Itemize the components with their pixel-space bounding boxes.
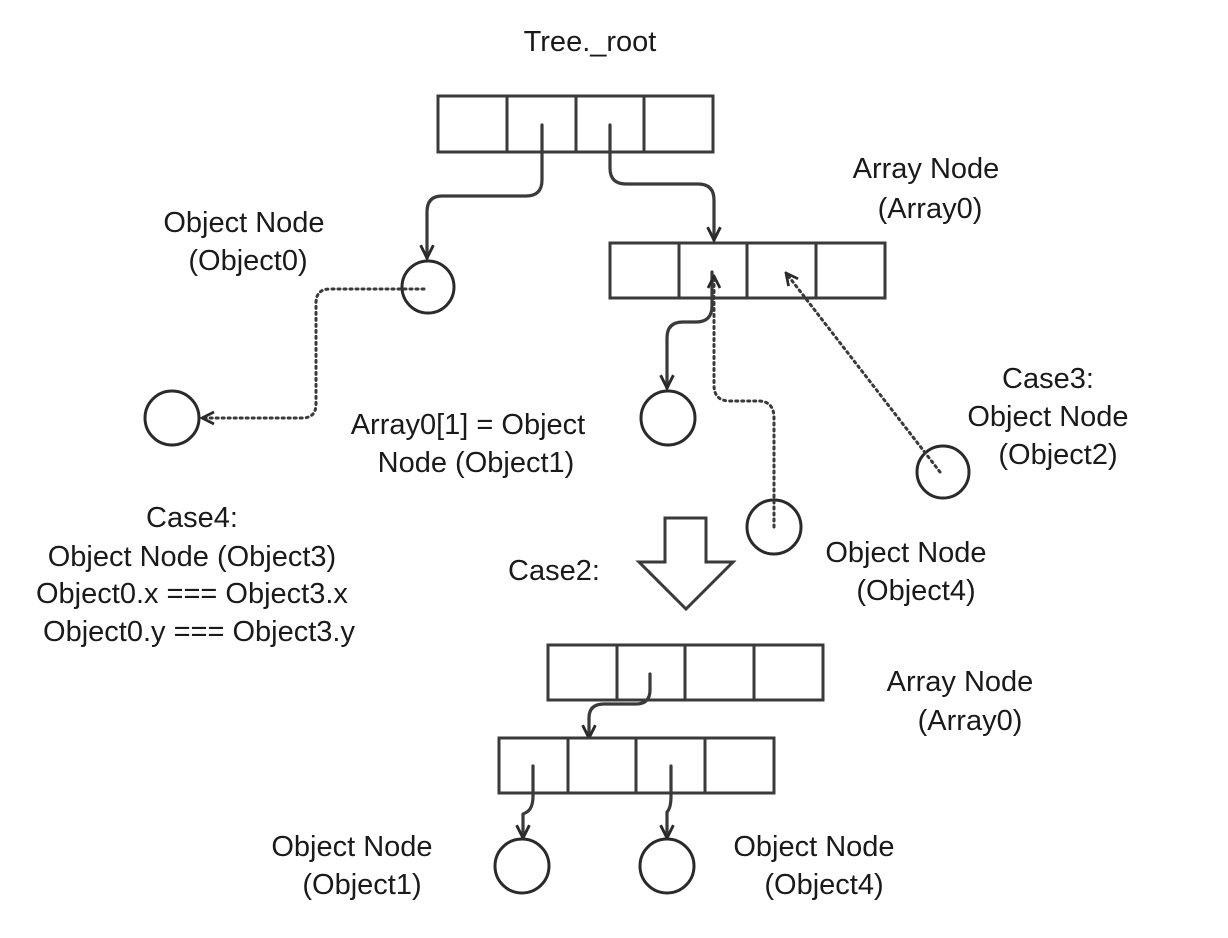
- object0-label: Object Node (Object0): [163, 207, 332, 277]
- array0-to-object1-arrow: [667, 270, 714, 390]
- object0-node: [400, 259, 456, 315]
- bottom-lower-cell: [566, 736, 638, 795]
- array0-top-array: [608, 241, 887, 300]
- object4-to-array0-arrow: [714, 274, 776, 529]
- array0-top-label: Array Node (Array0): [853, 153, 1008, 225]
- lower-array-to-object4-arrow: [667, 764, 671, 840]
- upper-to-lower-array-arrow: [589, 672, 652, 740]
- root-to-object0-arrow: [427, 123, 544, 260]
- bottom-upper-cell: [683, 643, 756, 702]
- lower-array-to-object1-arrow: [523, 764, 535, 840]
- object0-to-object3-arrow: [200, 287, 426, 418]
- object1-bottom-node: [493, 837, 551, 895]
- bottom-lower-cell: [703, 736, 776, 795]
- array0-cell: [745, 241, 818, 300]
- bottom-lower-array: [497, 736, 776, 795]
- object4-top-label: Object Node (Object4): [825, 537, 994, 607]
- object4-bottom-label: Object Node (Object4): [733, 831, 902, 901]
- object4-bottom-node: [638, 837, 696, 895]
- case2-label: Case2:: [508, 555, 600, 587]
- case4-label: Case4: Object Node (Object3) Object0.x =…: [36, 502, 356, 648]
- array0-cell: [814, 241, 887, 300]
- object1-bottom-label: Object Node (Object1): [271, 831, 440, 901]
- tree-root-cell: [436, 94, 509, 154]
- case3-label: Case3: Object Node (Object2): [967, 363, 1136, 471]
- tree-root-label: Tree._root: [524, 26, 657, 58]
- array0-bottom-label: Array Node (Array0): [887, 666, 1042, 737]
- object1-node: [639, 389, 697, 447]
- transition-down-arrow: [635, 516, 737, 612]
- array0-index-label: Array0[1] = Object Node (Object1): [351, 409, 594, 479]
- array0-cell: [608, 241, 681, 300]
- bottom-upper-cell: [546, 643, 619, 702]
- bottom-upper-array: [546, 643, 825, 702]
- bottom-upper-cell: [752, 643, 825, 702]
- object2-node: [915, 444, 971, 500]
- root-to-array0-arrow: [608, 123, 714, 242]
- tree-root-array: [436, 94, 715, 154]
- object3-node: [143, 389, 201, 447]
- tree-root-cell: [642, 94, 715, 154]
- object2-to-array0-arrow: [786, 273, 942, 474]
